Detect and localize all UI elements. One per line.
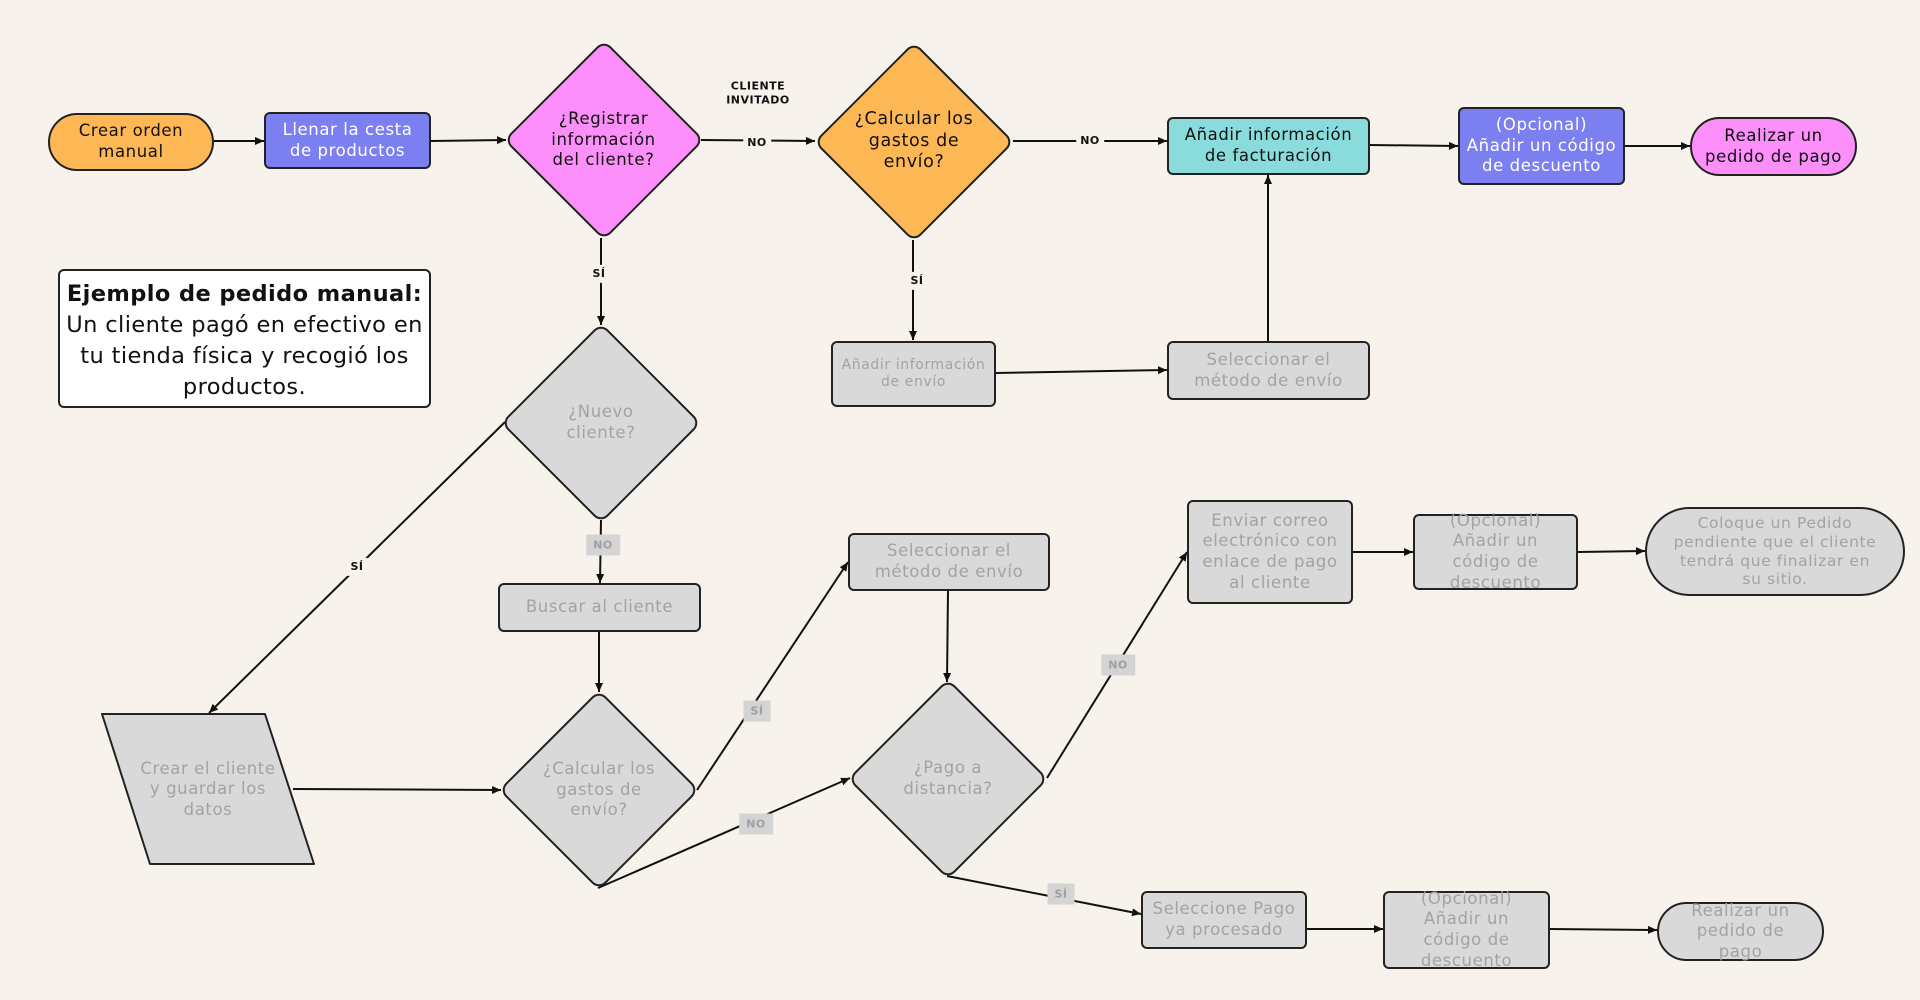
node-seleccione-pago[interactable]: Seleccione Pago ya procesado (1141, 891, 1307, 949)
edge-llenar-registrar (430, 136, 507, 145)
edge-seleccionar-mid-pago (943, 590, 952, 683)
node-registrar-info[interactable]: ¿Registrar información del cliente? (503, 39, 704, 241)
node-realizar-pedido-bottom[interactable]: Realizar un pedido de pago (1657, 901, 1824, 961)
node-codigo-descuento-mid[interactable]: (Opcional) Añadir un código de descuento (1413, 511, 1578, 592)
node-anadir-envio[interactable]: Añadir información de envío (831, 341, 996, 407)
edge-pago-seleccione (946, 875, 1142, 917)
edge-crear-calcular-bottom (292, 785, 502, 794)
note-title: Ejemplo de pedido manual: (66, 281, 423, 307)
node-nuevo-cliente[interactable]: ¿Nuevo cliente? (500, 322, 702, 523)
node-crear-cliente[interactable]: Crear el cliente y guardar los datos (100, 713, 316, 866)
edge-label-cliente-invitado: CLIENTE INVITADO (726, 79, 790, 107)
node-label: ¿Registrar información del cliente? (551, 109, 656, 170)
node-pago-distancia[interactable]: ¿Pago a distancia? (847, 678, 1049, 880)
node-llenar-cesta[interactable]: Llenar la cesta de productos (264, 112, 431, 169)
node-crear-orden[interactable]: Crear orden manual (48, 113, 214, 171)
edge-calcular-seleccionar-mid (696, 561, 849, 791)
node-label: ¿Calcular los gastos de envío? (542, 759, 656, 820)
edge-tag-no: NO (1101, 654, 1135, 676)
example-note: Ejemplo de pedido manual: Un cliente pag… (58, 269, 431, 408)
edge-descuento-realizar-bottom (1549, 925, 1658, 934)
edge-descuento-pendiente (1577, 547, 1646, 556)
node-label: Crear el cliente y guardar los datos (140, 758, 276, 819)
node-label: ¿Pago a distancia? (903, 758, 993, 798)
node-pedido-pendiente[interactable]: Coloque un Pedido pendiente que el clien… (1645, 507, 1905, 596)
node-label: ¿Calcular los gastos de envío? (854, 108, 974, 173)
node-codigo-descuento-bottom[interactable]: (Opcional) Añadir un código de descuento (1383, 889, 1550, 970)
edge-facturacion-descuento (1369, 141, 1459, 150)
edge-tag-no: NO (739, 813, 773, 835)
edge-anadir-envio-seleccionar (995, 366, 1168, 375)
node-calcular-gastos-bottom[interactable]: ¿Calcular los gastos de envío? (498, 689, 700, 891)
node-enviar-correo[interactable]: Enviar correo electrónico con enlace de … (1187, 500, 1353, 604)
edge-calcular-pago (597, 777, 851, 889)
edge-label-no: NO (743, 135, 771, 151)
edge-label-si: SÍ (906, 271, 928, 291)
node-label: ¿Nuevo cliente? (566, 401, 636, 442)
node-realizar-pedido-top[interactable]: Realizar un pedido de pago (1690, 117, 1857, 176)
edge-tag-si: SÍ (743, 700, 771, 722)
edge-label-no: NO (1076, 133, 1104, 149)
node-codigo-descuento-top[interactable]: (Opcional) Añadir un código de descuento (1458, 107, 1625, 185)
node-calcular-gastos-top[interactable]: ¿Calcular los gastos de envío? (813, 41, 1015, 242)
edge-tag-si: SÍ (1047, 883, 1075, 905)
node-seleccionar-metodo-top[interactable]: Seleccionar el método de envío (1167, 341, 1370, 400)
edge-tag-no: NO (586, 534, 620, 556)
node-seleccionar-metodo-mid[interactable]: Seleccionar el método de envío (848, 533, 1050, 591)
edge-label-si: SÍ (588, 264, 610, 284)
node-buscar-cliente[interactable]: Buscar al cliente (498, 583, 701, 632)
edge-label-si: SÍ (346, 557, 368, 577)
note-body: Un cliente pagó en efectivo en tu tienda… (66, 312, 423, 401)
node-anadir-facturacion[interactable]: Añadir información de facturación (1167, 117, 1370, 175)
parallelogram-shape (101, 713, 315, 865)
